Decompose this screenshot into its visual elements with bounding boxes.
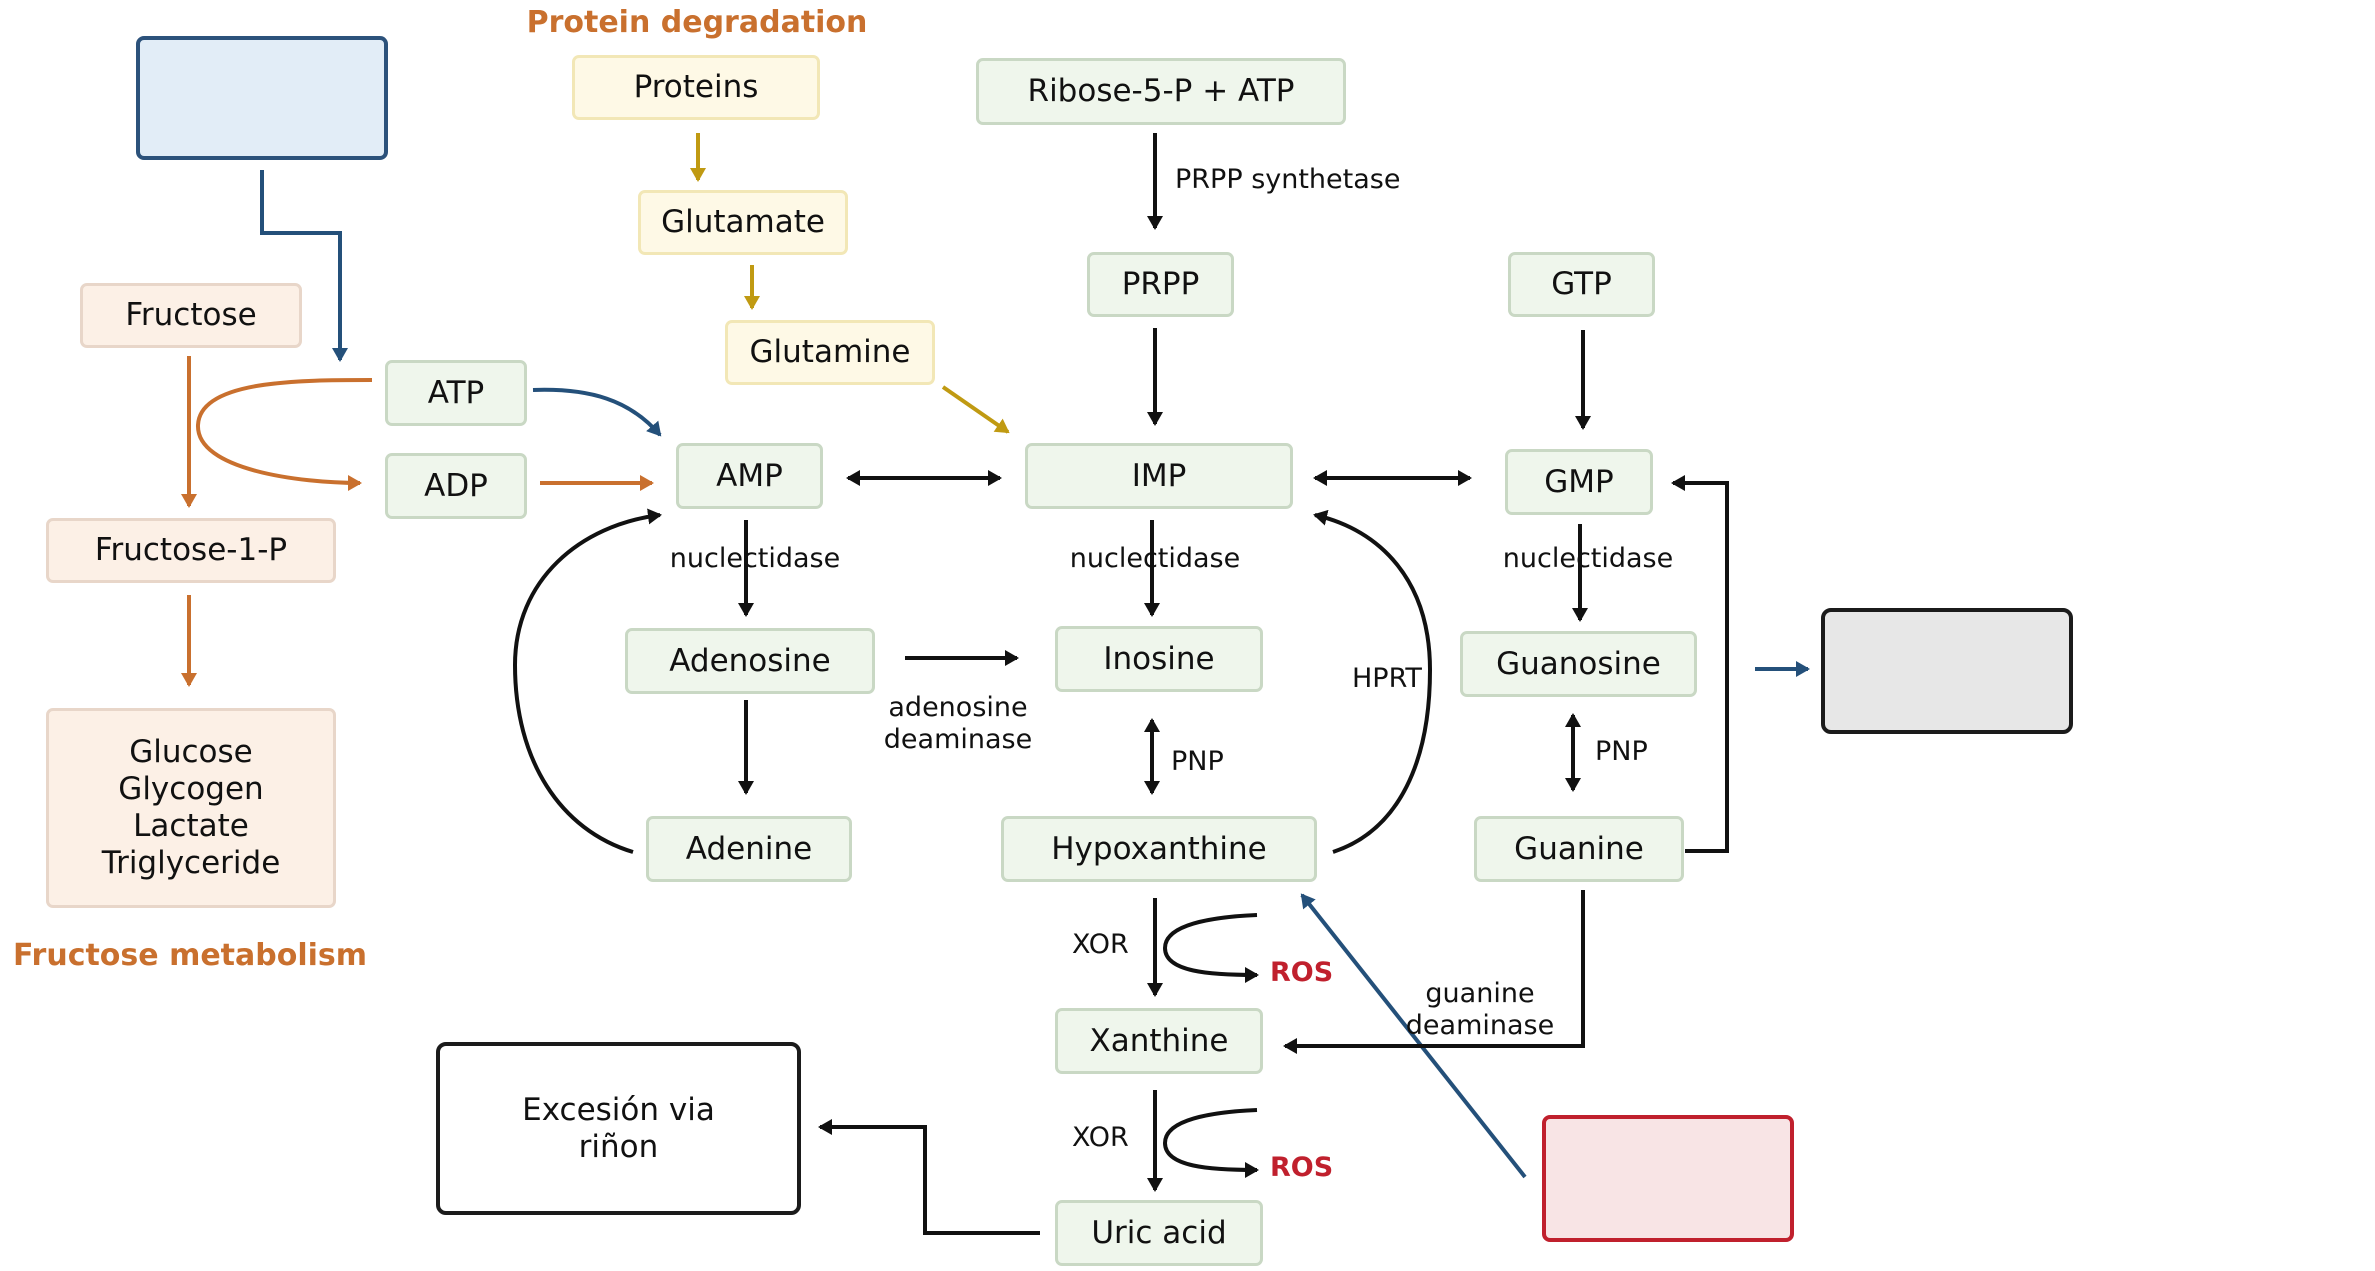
imp-node: IMP xyxy=(1025,443,1293,509)
pnp-inosine-label: PNP xyxy=(1171,746,1224,777)
arrow-bluebox-atp xyxy=(260,170,348,362)
pnp-guanosine-label: PNP xyxy=(1595,736,1648,767)
nucleotidase-gmp-label: nuclectidase xyxy=(1502,543,1674,574)
arrow-atp-amp xyxy=(532,387,662,437)
fructose-products-node: Glucose Glycogen Lactate Triglyceride xyxy=(46,708,336,908)
guanine-node: Guanine xyxy=(1474,816,1684,882)
gmp-node: GMP xyxy=(1505,449,1653,515)
arrow-glutamine-imp xyxy=(941,385,1010,434)
xor-1-label: XOR xyxy=(1072,929,1129,960)
proteins-node: Proteins xyxy=(572,55,820,120)
adenosine-node: Adenosine xyxy=(625,628,875,694)
prpp-synthetase-label: PRPP synthetase xyxy=(1175,164,1401,195)
guanine-deaminase-label: guanine deaminase xyxy=(1405,978,1555,1041)
adenosine-deaminase-label: adenosine deaminase xyxy=(883,692,1033,755)
glutamine-node: Glutamine xyxy=(725,320,935,385)
excretion-box: Excesión via riñon xyxy=(436,1042,801,1215)
arrow-ros-1 xyxy=(1162,913,1259,983)
arrow-atp-adp-loop xyxy=(195,378,373,491)
hypoxanthine-node: Hypoxanthine xyxy=(1001,816,1317,882)
xanthine-node: Xanthine xyxy=(1055,1008,1263,1074)
ros-1-label: ROS xyxy=(1270,957,1334,988)
red-box xyxy=(1542,1115,1794,1242)
nucleotidase-amp-label: nuclectidase xyxy=(669,543,841,574)
amp-node: AMP xyxy=(676,443,823,509)
arrow-ros-2 xyxy=(1162,1108,1259,1178)
grey-box xyxy=(1821,608,2073,734)
inosine-node: Inosine xyxy=(1055,626,1263,692)
arrow-hypoxanthine-imp-hprt xyxy=(1313,509,1433,854)
arrow-uricacid-excretion xyxy=(818,1119,1040,1235)
blue-box xyxy=(136,36,388,160)
adenine-node: Adenine xyxy=(646,816,852,882)
hprt-label: HPRT xyxy=(1352,663,1422,694)
glutamate-node: Glutamate xyxy=(638,190,848,255)
nucleotidase-imp-label: nuclectidase xyxy=(1069,543,1241,574)
arrow-adenine-amp-salvage xyxy=(512,508,662,854)
ribose5p-atp-node: Ribose-5-P + ATP xyxy=(976,58,1346,125)
arrow-redbox-hypoxanthine xyxy=(1300,893,1527,1179)
adp-node: ADP xyxy=(385,453,527,519)
arrow-guanine-xanthine xyxy=(1283,890,1585,1054)
ros-2-label: ROS xyxy=(1270,1152,1334,1183)
prpp-node: PRPP xyxy=(1087,252,1234,317)
protein-degradation-title: Protein degradation xyxy=(526,5,868,40)
arrow-guanine-gmp xyxy=(1671,475,1729,853)
atp-node: ATP xyxy=(385,360,527,426)
fructose-metabolism-title: Fructose metabolism xyxy=(12,938,368,973)
xor-2-label: XOR xyxy=(1072,1122,1129,1153)
fructose1p-node: Fructose-1-P xyxy=(46,518,336,583)
fructose-node: Fructose xyxy=(80,283,302,348)
gtp-node: GTP xyxy=(1508,252,1655,317)
uric-acid-node: Uric acid xyxy=(1055,1200,1263,1266)
guanosine-node: Guanosine xyxy=(1460,631,1697,697)
